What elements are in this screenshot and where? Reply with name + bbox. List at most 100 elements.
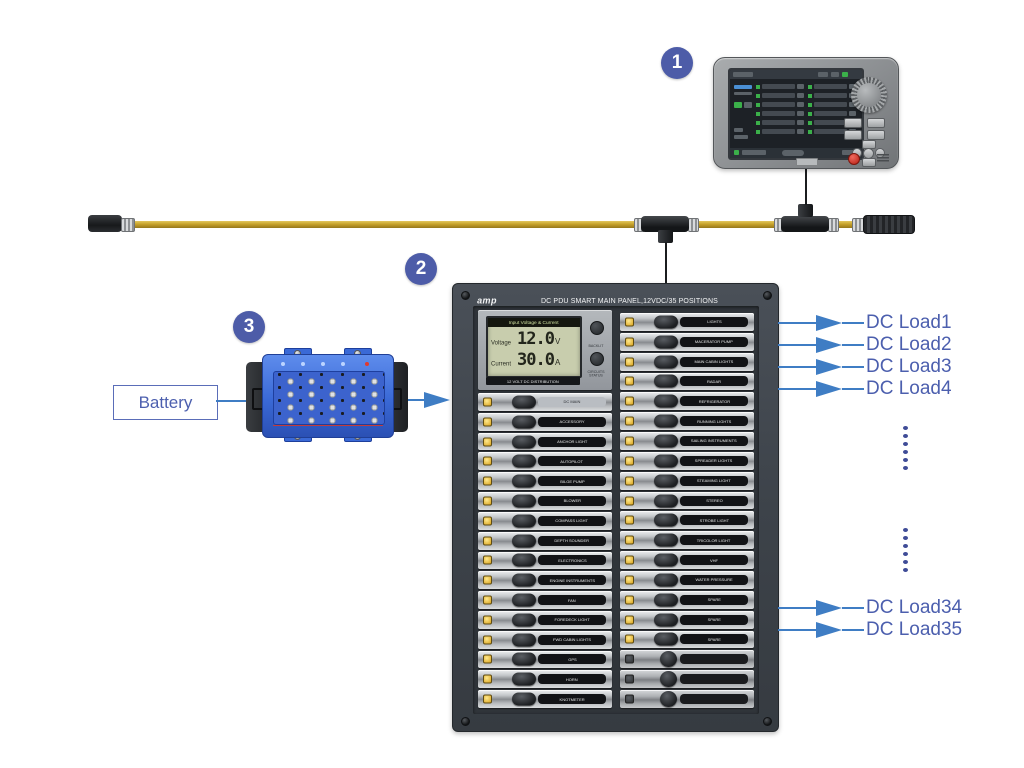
- breaker-switch[interactable]: [654, 414, 678, 428]
- breaker-switch[interactable]: [512, 672, 536, 686]
- breaker-switch[interactable]: [512, 613, 536, 627]
- breaker-row: RUNNING LIGHTS: [620, 411, 754, 431]
- breaker-switch[interactable]: [654, 573, 678, 587]
- dc-load-label: DC Load34: [866, 597, 963, 618]
- circuit-on-indicator: [756, 84, 760, 89]
- breaker-switch[interactable]: [512, 652, 536, 666]
- breaker-switch[interactable]: [512, 553, 536, 567]
- screen-circuit-row[interactable]: [808, 82, 856, 91]
- breaker-switch[interactable]: [654, 593, 678, 607]
- breaker-switch[interactable]: [654, 315, 678, 329]
- breaker-switch[interactable]: [512, 633, 536, 647]
- circuit-on-indicator: [808, 84, 812, 89]
- function-button-2[interactable]: [867, 118, 885, 128]
- breaker-switch[interactable]: [654, 513, 678, 527]
- screen-circuit-row[interactable]: [808, 109, 856, 118]
- breaker-row: [620, 689, 754, 709]
- breaker-switch[interactable]: [654, 632, 678, 646]
- breaker-row: BLOWER: [478, 491, 612, 511]
- breaker-switch[interactable]: [654, 355, 678, 369]
- breaker-switch[interactable]: [512, 454, 536, 468]
- ellipsis-dot: [903, 568, 908, 572]
- screen-circuit-row[interactable]: [756, 100, 804, 109]
- breaker-switch[interactable]: [512, 593, 536, 607]
- breaker-label: SPARE: [680, 634, 748, 645]
- breaker-label: TRICOLOR LIGHT: [680, 535, 748, 546]
- function-button-3[interactable]: [844, 130, 862, 140]
- circuit-toggle[interactable]: [797, 84, 804, 89]
- breaker-switch[interactable]: [512, 514, 536, 528]
- breaker-switch[interactable]: [654, 474, 678, 488]
- circuit-toggle[interactable]: [797, 129, 804, 134]
- breaker-switch[interactable]: [512, 573, 536, 587]
- breaker-switch[interactable]: [512, 494, 536, 508]
- screen-circuit-row[interactable]: [756, 109, 804, 118]
- breaker-switch[interactable]: [512, 395, 536, 409]
- breaker-led: [625, 575, 634, 585]
- breaker-row: SPARE: [620, 590, 754, 610]
- breaker-switch[interactable]: [512, 435, 536, 449]
- breaker-switch[interactable]: [512, 474, 536, 488]
- circuit-toggle[interactable]: [797, 111, 804, 116]
- breaker-led: [625, 317, 634, 327]
- breaker-label: HORN: [538, 674, 606, 685]
- voltage-unit: V: [554, 337, 561, 346]
- screen-circuit-row[interactable]: [808, 100, 856, 109]
- ellipsis-dot: [903, 544, 908, 548]
- breaker-switch[interactable]: [512, 415, 536, 429]
- function-button-4[interactable]: [867, 130, 885, 140]
- breaker-strip: SPARE: [620, 590, 754, 609]
- module-to-panel-arrowhead: [424, 392, 450, 408]
- breaker-switch[interactable]: [654, 454, 678, 468]
- breaker-switch[interactable]: [512, 692, 536, 706]
- circuit-toggle[interactable]: [797, 102, 804, 107]
- breaker-switch[interactable]: [654, 553, 678, 567]
- breaker-strip: [620, 670, 754, 689]
- breaker-strip: FOREDECK LIGHT: [478, 610, 612, 629]
- function-button-1[interactable]: [844, 118, 862, 128]
- breaker-switch[interactable]: [660, 690, 677, 707]
- screen-circuit-row[interactable]: [756, 91, 804, 100]
- circuit-on-indicator: [808, 120, 812, 125]
- tee-connector-panel: [641, 216, 689, 232]
- screen-circuit-row[interactable]: [756, 127, 804, 136]
- breaker-label: BILGE PUMP: [538, 476, 606, 487]
- breaker-switch[interactable]: [654, 494, 678, 508]
- breaker-row: DC MAIN: [478, 392, 612, 412]
- circuit-toggle[interactable]: [797, 93, 804, 98]
- circuit-toggle[interactable]: [849, 102, 856, 107]
- screen-circuit-row[interactable]: [756, 118, 804, 127]
- breaker-led: [483, 694, 492, 704]
- circuit-name-bar: [814, 120, 847, 125]
- brand-plate: [796, 158, 818, 166]
- breaker-row: TRICOLOR LIGHT: [620, 530, 754, 550]
- breaker-switch[interactable]: [654, 533, 678, 547]
- circuit-toggle[interactable]: [797, 120, 804, 125]
- circuits-status-button[interactable]: [590, 352, 604, 366]
- rotary-knob[interactable]: [851, 77, 887, 113]
- circuit-on-indicator: [756, 102, 760, 107]
- backlit-button[interactable]: [590, 321, 604, 335]
- circuit-toggle[interactable]: [849, 111, 856, 116]
- breaker-switch[interactable]: [654, 434, 678, 448]
- screen-circuit-row[interactable]: [808, 91, 856, 100]
- ellipsis-dot: [903, 466, 908, 470]
- breaker-row: GPS: [478, 650, 612, 670]
- breaker-strip: DEPTH SOUNDER: [478, 531, 612, 550]
- power-button[interactable]: [848, 153, 860, 165]
- breaker-switch[interactable]: [512, 534, 536, 548]
- breaker-switch[interactable]: [654, 394, 678, 408]
- breaker-switch[interactable]: [654, 613, 678, 627]
- breaker-switch[interactable]: [660, 671, 677, 688]
- breaker-switch[interactable]: [660, 651, 677, 668]
- dpad-down-button[interactable]: [862, 158, 876, 167]
- display-screen[interactable]: [728, 68, 864, 160]
- screen-circuit-row[interactable]: [756, 82, 804, 91]
- circuit-on-indicator: [756, 120, 760, 125]
- screen-circuit-list-left[interactable]: [756, 82, 804, 140]
- breaker-label: SAILING INSTRUMENTS: [680, 435, 748, 446]
- breaker-switch[interactable]: [654, 374, 678, 388]
- breaker-switch[interactable]: [654, 335, 678, 349]
- breaker-strip: HORN: [478, 670, 612, 689]
